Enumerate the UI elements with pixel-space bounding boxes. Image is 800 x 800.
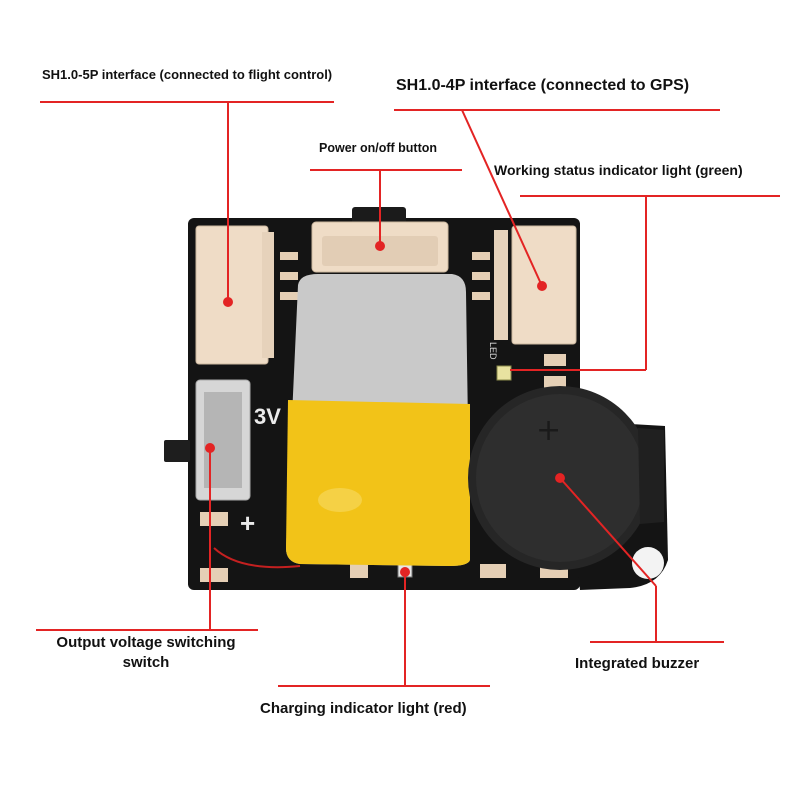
silk-plus: + [240, 508, 255, 538]
label-status-light: Working status indicator light (green) [494, 162, 743, 178]
smd-pads [200, 252, 568, 582]
label-voltage-switch-line2: switch [122, 654, 170, 671]
silk-3v: 3V [254, 404, 281, 429]
lipo-battery [286, 274, 470, 566]
label-charging-light: Charging indicator light (red) [260, 700, 467, 717]
label-buzzer: Integrated buzzer [575, 655, 700, 672]
svg-text:+: + [536, 413, 561, 448]
voltage-switch-body [195, 379, 251, 501]
battery-wire [213, 547, 301, 569]
callout-dots [205, 241, 565, 577]
label-voltage-switch: Output voltage switching switch [40, 633, 252, 673]
callout-lines [36, 101, 780, 687]
status-led [496, 365, 512, 381]
label-sh4p-interface: SH1.0-4P interface (connected to GPS) [396, 77, 690, 94]
label-sh5p-interface: SH1.0-5P interface (connected to flight … [42, 67, 333, 82]
sh5p-connector [195, 225, 274, 365]
sh4p-connector [494, 225, 577, 345]
label-power-button: Power on/off button [319, 141, 438, 155]
label-voltage-switch-line1: Output voltage switching [56, 634, 236, 651]
silk-led: LED [488, 342, 498, 360]
